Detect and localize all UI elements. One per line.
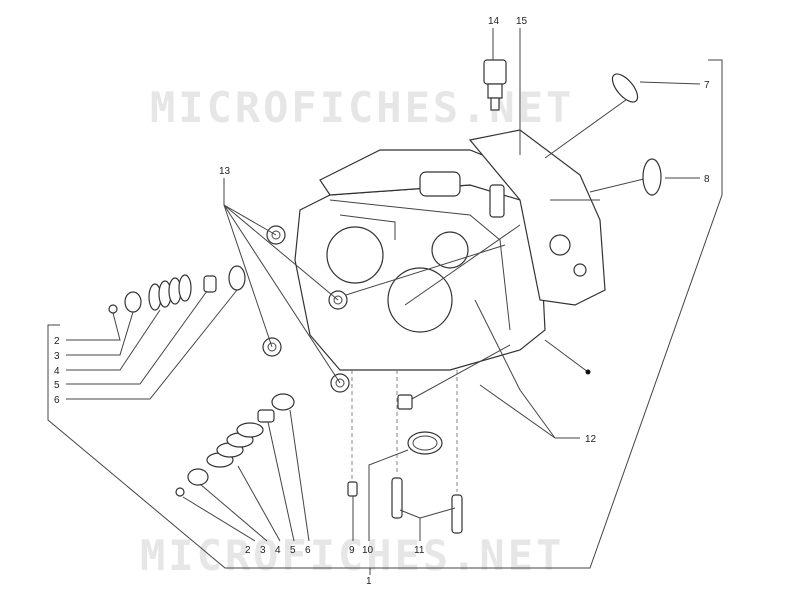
callout-10: 10 — [362, 545, 374, 556]
watermark-top: MICROFICHES.NET — [150, 83, 574, 132]
callout-5-upper: 5 — [54, 380, 60, 391]
callout-labels: 13 14 15 7 8 12 2 3 4 5 6 2 3 4 5 6 9 10… — [54, 16, 710, 587]
valve-spring-set-upper — [108, 265, 246, 314]
callout-6-lower: 6 — [305, 545, 311, 556]
callout-13: 13 — [219, 166, 231, 177]
valve-7 — [544, 73, 639, 159]
cylinder-head — [294, 129, 606, 371]
callout-4-lower: 4 — [275, 545, 281, 556]
callout-6-upper: 6 — [54, 395, 60, 406]
callout-7: 7 — [704, 80, 710, 91]
callout-8: 8 — [704, 174, 710, 185]
callout-2-lower: 2 — [245, 545, 251, 556]
callout-4-upper: 4 — [54, 366, 60, 377]
leader-lines — [66, 28, 701, 542]
callout-5-lower: 5 — [290, 545, 296, 556]
assembly-bracket — [47, 59, 723, 575]
head-studs — [329, 224, 521, 410]
valve-8 — [589, 158, 662, 196]
callout-3-lower: 3 — [260, 545, 266, 556]
valve-spring-set-lower — [175, 393, 295, 497]
callout-12: 12 — [585, 434, 597, 445]
callout-2-upper: 2 — [54, 336, 60, 347]
callout-9: 9 — [349, 545, 355, 556]
temperature-sensor — [483, 59, 507, 111]
callout-15: 15 — [516, 16, 528, 27]
small-parts-bottom — [347, 370, 463, 534]
callout-3-upper: 3 — [54, 351, 60, 362]
callout-1: 1 — [366, 576, 372, 587]
callout-14: 14 — [488, 16, 500, 27]
callout-11: 11 — [414, 545, 425, 556]
